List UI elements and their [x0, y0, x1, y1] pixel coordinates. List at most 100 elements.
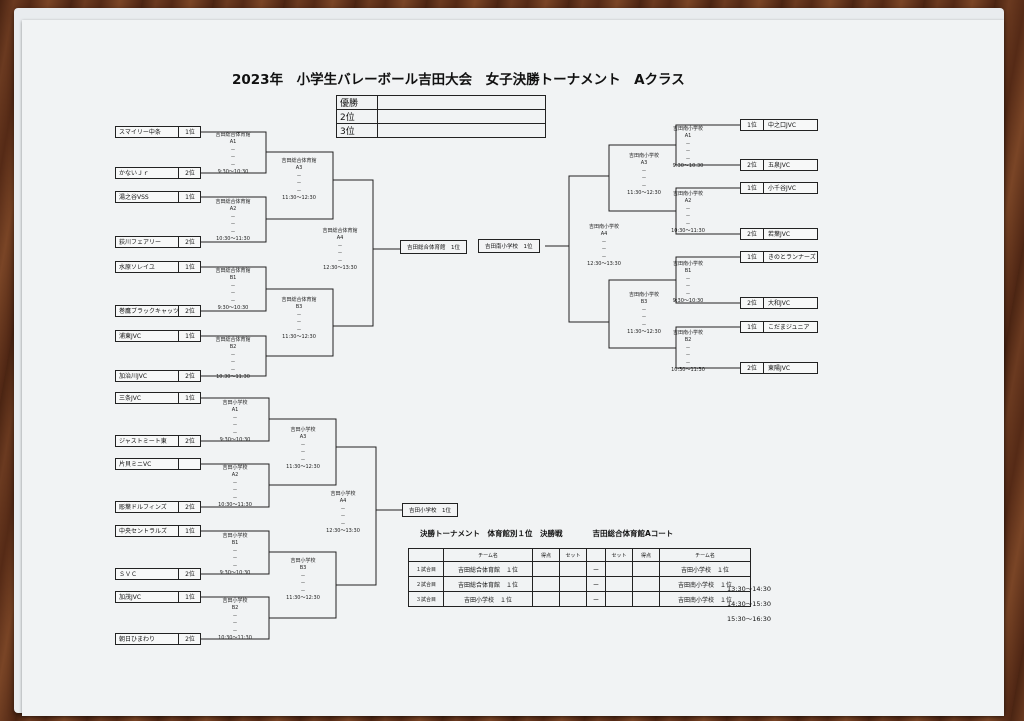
team-box: 朝日ひまわり 2位	[115, 633, 201, 645]
team-box: 2位五泉JVC	[740, 159, 818, 171]
score-cell	[632, 561, 660, 577]
team-name: 大和JVC	[768, 300, 791, 307]
dash-cell: ー	[586, 576, 606, 592]
team-box: 彫葉ドルフィンズ 2位	[115, 501, 201, 513]
team-box: 湯之谷VSS 1位	[115, 191, 201, 203]
team-rank: 2位	[178, 634, 201, 644]
bracket-connector	[336, 446, 377, 586]
schedule-row: １試合目 吉田総合体育館 １位 ー 吉田小学校 １位	[408, 561, 751, 577]
team-rank: 2位	[741, 298, 764, 308]
schedule-header-cell	[408, 548, 444, 562]
team-name: 加茂JVC	[119, 594, 142, 601]
match-number: １試合目	[408, 561, 444, 577]
score-cell	[632, 591, 660, 607]
team-name: ジャストミート東	[119, 438, 167, 445]
ranking-label: 3位	[336, 123, 378, 138]
bracket-connector	[266, 288, 334, 357]
set-cell	[559, 576, 587, 592]
match-info: 吉田小学校 A3 － － － 11:30～12:30	[286, 427, 320, 471]
team-name: 巻鷹ブラックキャッツ	[119, 308, 180, 315]
schedule-row: ３試合目 吉田小学校 １位 ー 吉田南小学校 １位	[408, 591, 751, 607]
match-time: 15:30～16:30	[727, 615, 771, 623]
team-rank: 1位	[741, 183, 764, 193]
team-rank: 2位	[741, 229, 764, 239]
team-rank: 2位	[178, 371, 201, 381]
team-rank: 1位	[178, 192, 201, 202]
schedule-row: ２試合目 吉田総合体育館 １位 ー 吉田南小学校 １位	[408, 576, 751, 592]
team-rank: 2位	[741, 160, 764, 170]
team-box: 1位中之口JVC	[740, 119, 818, 131]
team-rank: 1位	[178, 393, 201, 403]
winner-slot: 吉田総合体育館 1位	[400, 240, 467, 254]
set-cell	[605, 576, 633, 592]
match-info: 吉田小学校 A2 － － － 10:30～11:30	[218, 465, 252, 509]
match-info: 吉田南小学校 B3 － － － 11:30～12:30	[627, 292, 661, 336]
team-box: 2位若葉JVC	[740, 228, 818, 240]
schedule-header-cell	[586, 548, 606, 562]
dash-cell: ー	[586, 561, 606, 577]
team-rank: 2位	[178, 168, 201, 178]
team-name: 彫葉ドルフィンズ	[119, 504, 167, 511]
team-rank: 2位	[178, 569, 201, 579]
score-cell	[632, 576, 660, 592]
team-name: 若葉JVC	[768, 231, 791, 238]
team-rank	[178, 459, 201, 469]
team1-name: 吉田小学校 １位	[443, 591, 533, 607]
bracket-connector	[568, 175, 609, 323]
team-rank: 2位	[178, 502, 201, 512]
team-box: 2位東陽JVC	[740, 362, 818, 374]
match-number: ３試合目	[408, 591, 444, 607]
schedule-header-cell: チーム名	[659, 548, 751, 562]
team-rank: 1位	[741, 322, 764, 332]
team-name: かないＪｒ	[119, 170, 150, 177]
team-rank: 2位	[741, 363, 764, 373]
winner-slot: 吉田南小学校 1位	[478, 239, 540, 253]
schedule-header-cell: 得点	[532, 548, 560, 562]
team-name: 湯之谷VSS	[119, 194, 149, 201]
team-name: 朝日ひまわり	[119, 636, 156, 643]
team-name: こだまジュニア	[768, 324, 810, 331]
team-name: 五泉JVC	[768, 162, 791, 169]
team-box: 1位小千谷JVC	[740, 182, 818, 194]
team-name: 三条JVC	[119, 395, 142, 402]
team-rank: 1位	[741, 120, 764, 130]
bracket-connector	[269, 418, 337, 486]
ranking-row: 3位	[336, 123, 546, 138]
team-name: 小千谷JVC	[768, 185, 797, 192]
team-name: 中央セントラルズ	[119, 528, 168, 535]
match-info: 吉田南小学校 B1 － － － 9:30～10:30	[672, 261, 704, 305]
match-info: 吉田総合体育館 A1 － － － 9:30～10:30	[215, 132, 251, 176]
team-name: 中之口JVC	[768, 122, 797, 129]
team-name: きのとランナーズ	[768, 254, 816, 261]
schedule-header-cell: 得点	[632, 548, 660, 562]
match-info: 吉田総合体育館 A4 － － － 12:30～13:30	[322, 228, 358, 272]
match-info: 吉田南小学校 A2 － － － 10:30～11:30	[671, 191, 705, 235]
match-number: ２試合目	[408, 576, 444, 592]
match-info: 吉田南小学校 A3 － － － 11:30～12:30	[627, 153, 661, 197]
match-time: 13:30～14:30	[727, 585, 771, 593]
match-info: 吉田小学校 B1 － － － 9:30～10:30	[219, 533, 251, 577]
team-name: 浦東JVC	[119, 333, 142, 340]
schedule-table: チーム名 得点 セット セット 得点 チーム名 １試合目 吉田総合体育館 １位 …	[408, 548, 751, 607]
team-name: スマイリー中条	[119, 129, 161, 136]
team-name: ＳＶＣ	[119, 571, 138, 578]
match-info: 吉田総合体育館 B2 － － － 10:30～11:30	[215, 337, 251, 381]
team-name: 水原ソレイユ	[119, 264, 155, 271]
team-box: ジャストミート東 2位	[115, 435, 201, 447]
team-rank: 2位	[178, 436, 201, 446]
match-info: 吉田南小学校 B2 － － － 10:30～11:30	[671, 330, 705, 374]
team-box: 2位大和JVC	[740, 297, 818, 309]
team1-name: 吉田総合体育館 １位	[443, 576, 533, 592]
schedule-header-cell: セット	[605, 548, 633, 562]
team2-name: 吉田小学校 １位	[659, 561, 751, 577]
match-time: 14:30～15:30	[727, 600, 771, 608]
team2-name: 吉田南小学校 １位	[659, 591, 751, 607]
match-info: 吉田総合体育館 A3 － － － 11:30～12:30	[281, 158, 317, 202]
match-info: 吉田小学校 A4 － － － 12:30～13:30	[326, 491, 360, 535]
